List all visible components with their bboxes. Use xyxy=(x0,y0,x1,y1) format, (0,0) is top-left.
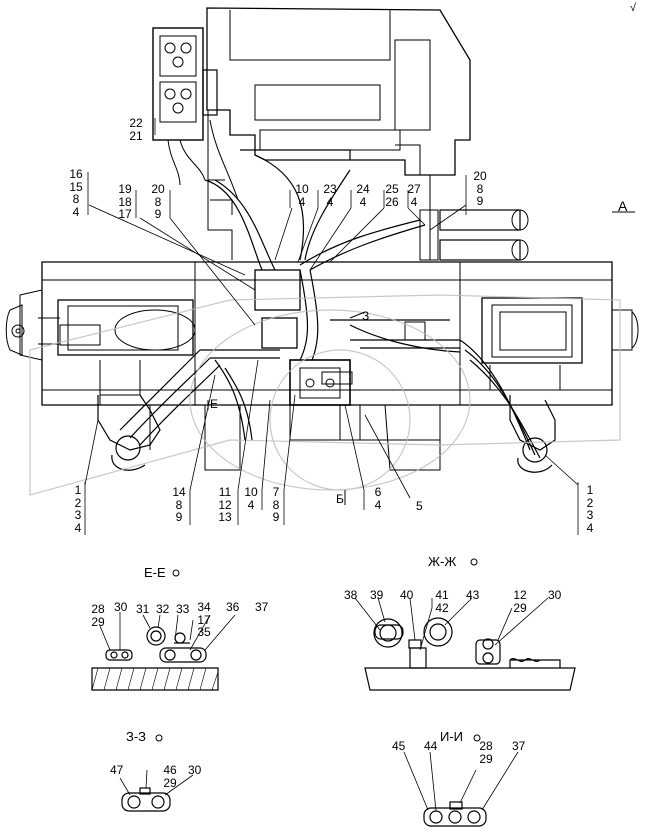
section-zz-drawing xyxy=(121,787,171,812)
section-zz-title: З-З xyxy=(126,729,147,744)
zhzh-label-30: 30 xyxy=(548,588,562,602)
zhzh-label-40: 40 xyxy=(400,588,414,602)
filter-boxes xyxy=(439,209,529,261)
ee-label-32: 32 xyxy=(156,602,170,616)
zhzh-label-43: 43 xyxy=(466,588,480,602)
view-letter-e: E xyxy=(210,397,219,411)
section-leader-lines xyxy=(99,597,549,812)
ee-label-33: 33 xyxy=(176,602,190,616)
watermark-logo xyxy=(29,294,621,496)
valve-block xyxy=(254,209,439,440)
section-ee-drawing xyxy=(91,626,219,691)
zz-label-30: 30 xyxy=(188,763,202,777)
view-letter-z: З xyxy=(362,309,370,323)
section-ee-title: Е-Е xyxy=(144,565,166,580)
section-zhzh-drawing xyxy=(364,617,576,691)
zhzh-label-38: 38 xyxy=(344,588,358,602)
callout-5: 5 xyxy=(416,499,423,513)
left-cylinder xyxy=(38,299,196,396)
engine-block xyxy=(206,7,471,260)
zhzh-label-39: 39 xyxy=(370,588,384,602)
main-assembly xyxy=(5,7,639,496)
hubs xyxy=(97,394,556,473)
view-letter-b: Б xyxy=(336,492,344,506)
ii-label-45: 45 xyxy=(392,739,406,753)
zz-label-47: 47 xyxy=(110,763,124,777)
section-ii-title: И-И xyxy=(440,729,464,744)
ee-label-37: 37 xyxy=(255,600,269,614)
frame xyxy=(5,261,639,406)
ee-label-30: 30 xyxy=(114,600,128,614)
view-letter-a: A xyxy=(618,198,628,214)
control-unit xyxy=(152,27,239,201)
view-markers xyxy=(155,211,635,742)
right-cylinder xyxy=(481,297,583,391)
corner-mark: √ xyxy=(630,2,637,14)
leader-lines xyxy=(84,118,579,535)
ii-label-37: 37 xyxy=(512,739,526,753)
ii-label-44: 44 xyxy=(424,739,438,753)
section-ii-drawing xyxy=(423,801,487,827)
ee-label-31: 31 xyxy=(136,602,150,616)
ee-label-36: 36 xyxy=(226,600,240,614)
section-zhzh-title: Ж-Ж xyxy=(428,554,457,569)
